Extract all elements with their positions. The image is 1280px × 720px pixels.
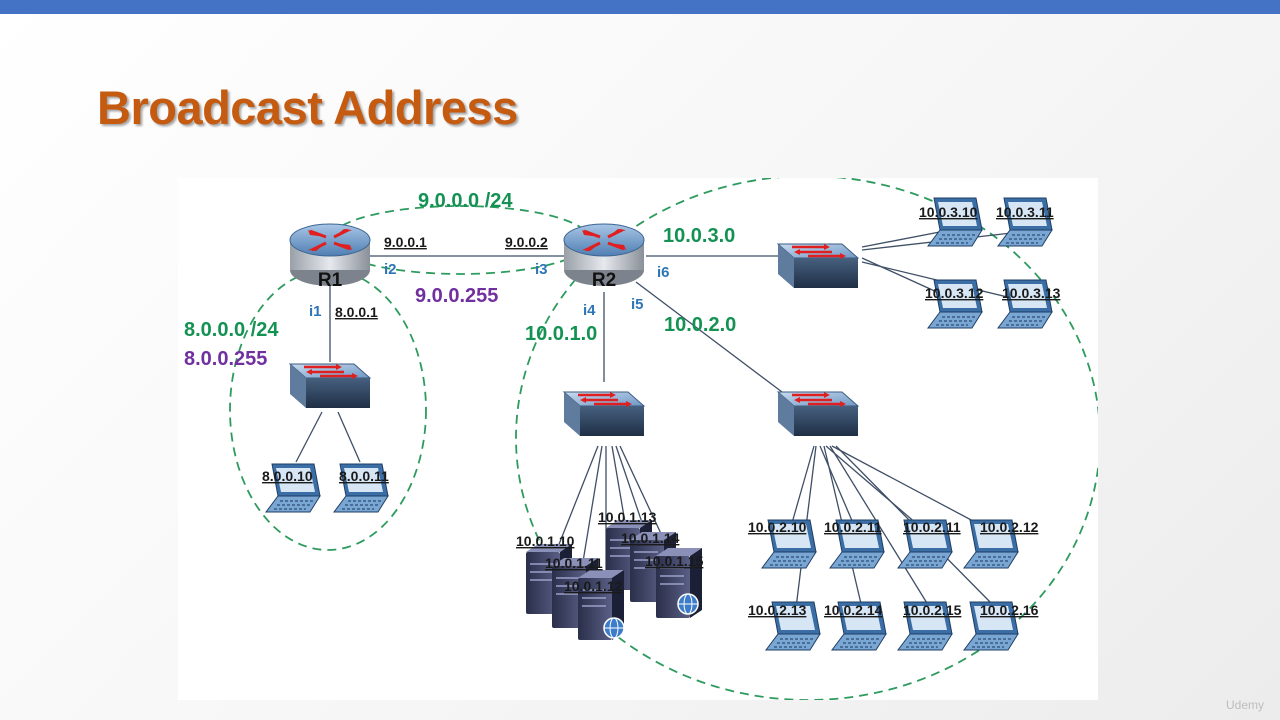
host-ip-label: 8.0.0.11 <box>339 468 389 484</box>
network-10-2-label: 10.0.2.0 <box>664 314 736 336</box>
switch-10-3-icon <box>776 242 860 290</box>
server-ip-label: 10.0.1.12 <box>564 578 623 594</box>
host-ip-label: 10.0.2.12 <box>980 519 1039 535</box>
host-ip-label: 8.0.0.10 <box>262 468 313 484</box>
network-diagram: R1 R2 9.0.0.0 /24 9.0.0.255 8.0.0.0 /24 … <box>184 175 1101 701</box>
host-ip-label: 10.0.2.15 <box>903 602 962 618</box>
switch-8-icon <box>288 362 372 410</box>
broadcast-9-label: 9.0.0.255 <box>415 285 498 307</box>
network-9-label: 9.0.0.0 /24 <box>418 190 513 212</box>
host-ip-label: 10.0.3.12 <box>925 285 984 301</box>
interface-i6-label: i6 <box>657 264 670 281</box>
server-ip-label: 10.0.1.14 <box>621 530 680 546</box>
interface-i5-label: i5 <box>631 296 644 313</box>
interface-i2-label: i2 <box>384 261 397 278</box>
top-accent-bar <box>0 0 1280 14</box>
globe-icon <box>603 617 625 639</box>
host-ip-label: 10.0.2.16 <box>980 602 1039 618</box>
host-ip-label: 10.0.2.11 <box>824 519 882 535</box>
host-ip-label: 10.0.2.14 <box>824 602 883 618</box>
network-10-1-label: 10.0.1.0 <box>525 323 597 345</box>
server-ip-label: 10.0.1.15 <box>645 553 704 569</box>
broadcast-8-label: 8.0.0.255 <box>184 348 267 370</box>
host-ip-label: 10.0.2.13 <box>748 602 807 618</box>
r1-i1-ip-label: 8.0.0.1 <box>335 304 378 320</box>
interface-i1-label: i1 <box>309 303 322 320</box>
r2-i3-ip-label: 9.0.0.2 <box>505 234 548 250</box>
slide-title: Broadcast Address <box>97 81 518 134</box>
server-ip-label: 10.0.1.13 <box>598 509 657 525</box>
host-ip-label: 10.0.2.11 <box>903 519 961 535</box>
switch-10-1-icon <box>562 390 646 438</box>
host-ip-label: 10.0.3.10 <box>919 204 978 220</box>
switch-10-2-icon <box>776 390 860 438</box>
links <box>295 229 1021 609</box>
server-ip-label: 10.0.1.10 <box>516 533 575 549</box>
host-ip-label: 10.0.3.13 <box>1002 285 1061 301</box>
server-ip-label: 10.0.1.11 <box>545 555 603 571</box>
globe-icon <box>677 593 699 615</box>
interface-i3-label: i3 <box>535 261 548 278</box>
network-10-3-label: 10.0.3.0 <box>663 225 735 247</box>
network-8-boundary <box>229 269 427 551</box>
host-ip-label: 10.0.3.11 <box>996 204 1054 220</box>
router-r1-label: R1 <box>318 270 343 291</box>
router-r2-label: R2 <box>592 270 616 291</box>
udemy-watermark: Udemy <box>1226 698 1265 712</box>
network-8-label: 8.0.0.0 /24 <box>184 319 279 341</box>
r1-i2-ip-label: 9.0.0.1 <box>384 234 427 250</box>
host-ip-label: 10.0.2.10 <box>748 519 807 535</box>
network-diagram-canvas: R1 R2 9.0.0.0 /24 9.0.0.255 8.0.0.0 /24 … <box>178 175 1101 701</box>
interface-i4-label: i4 <box>583 302 596 319</box>
